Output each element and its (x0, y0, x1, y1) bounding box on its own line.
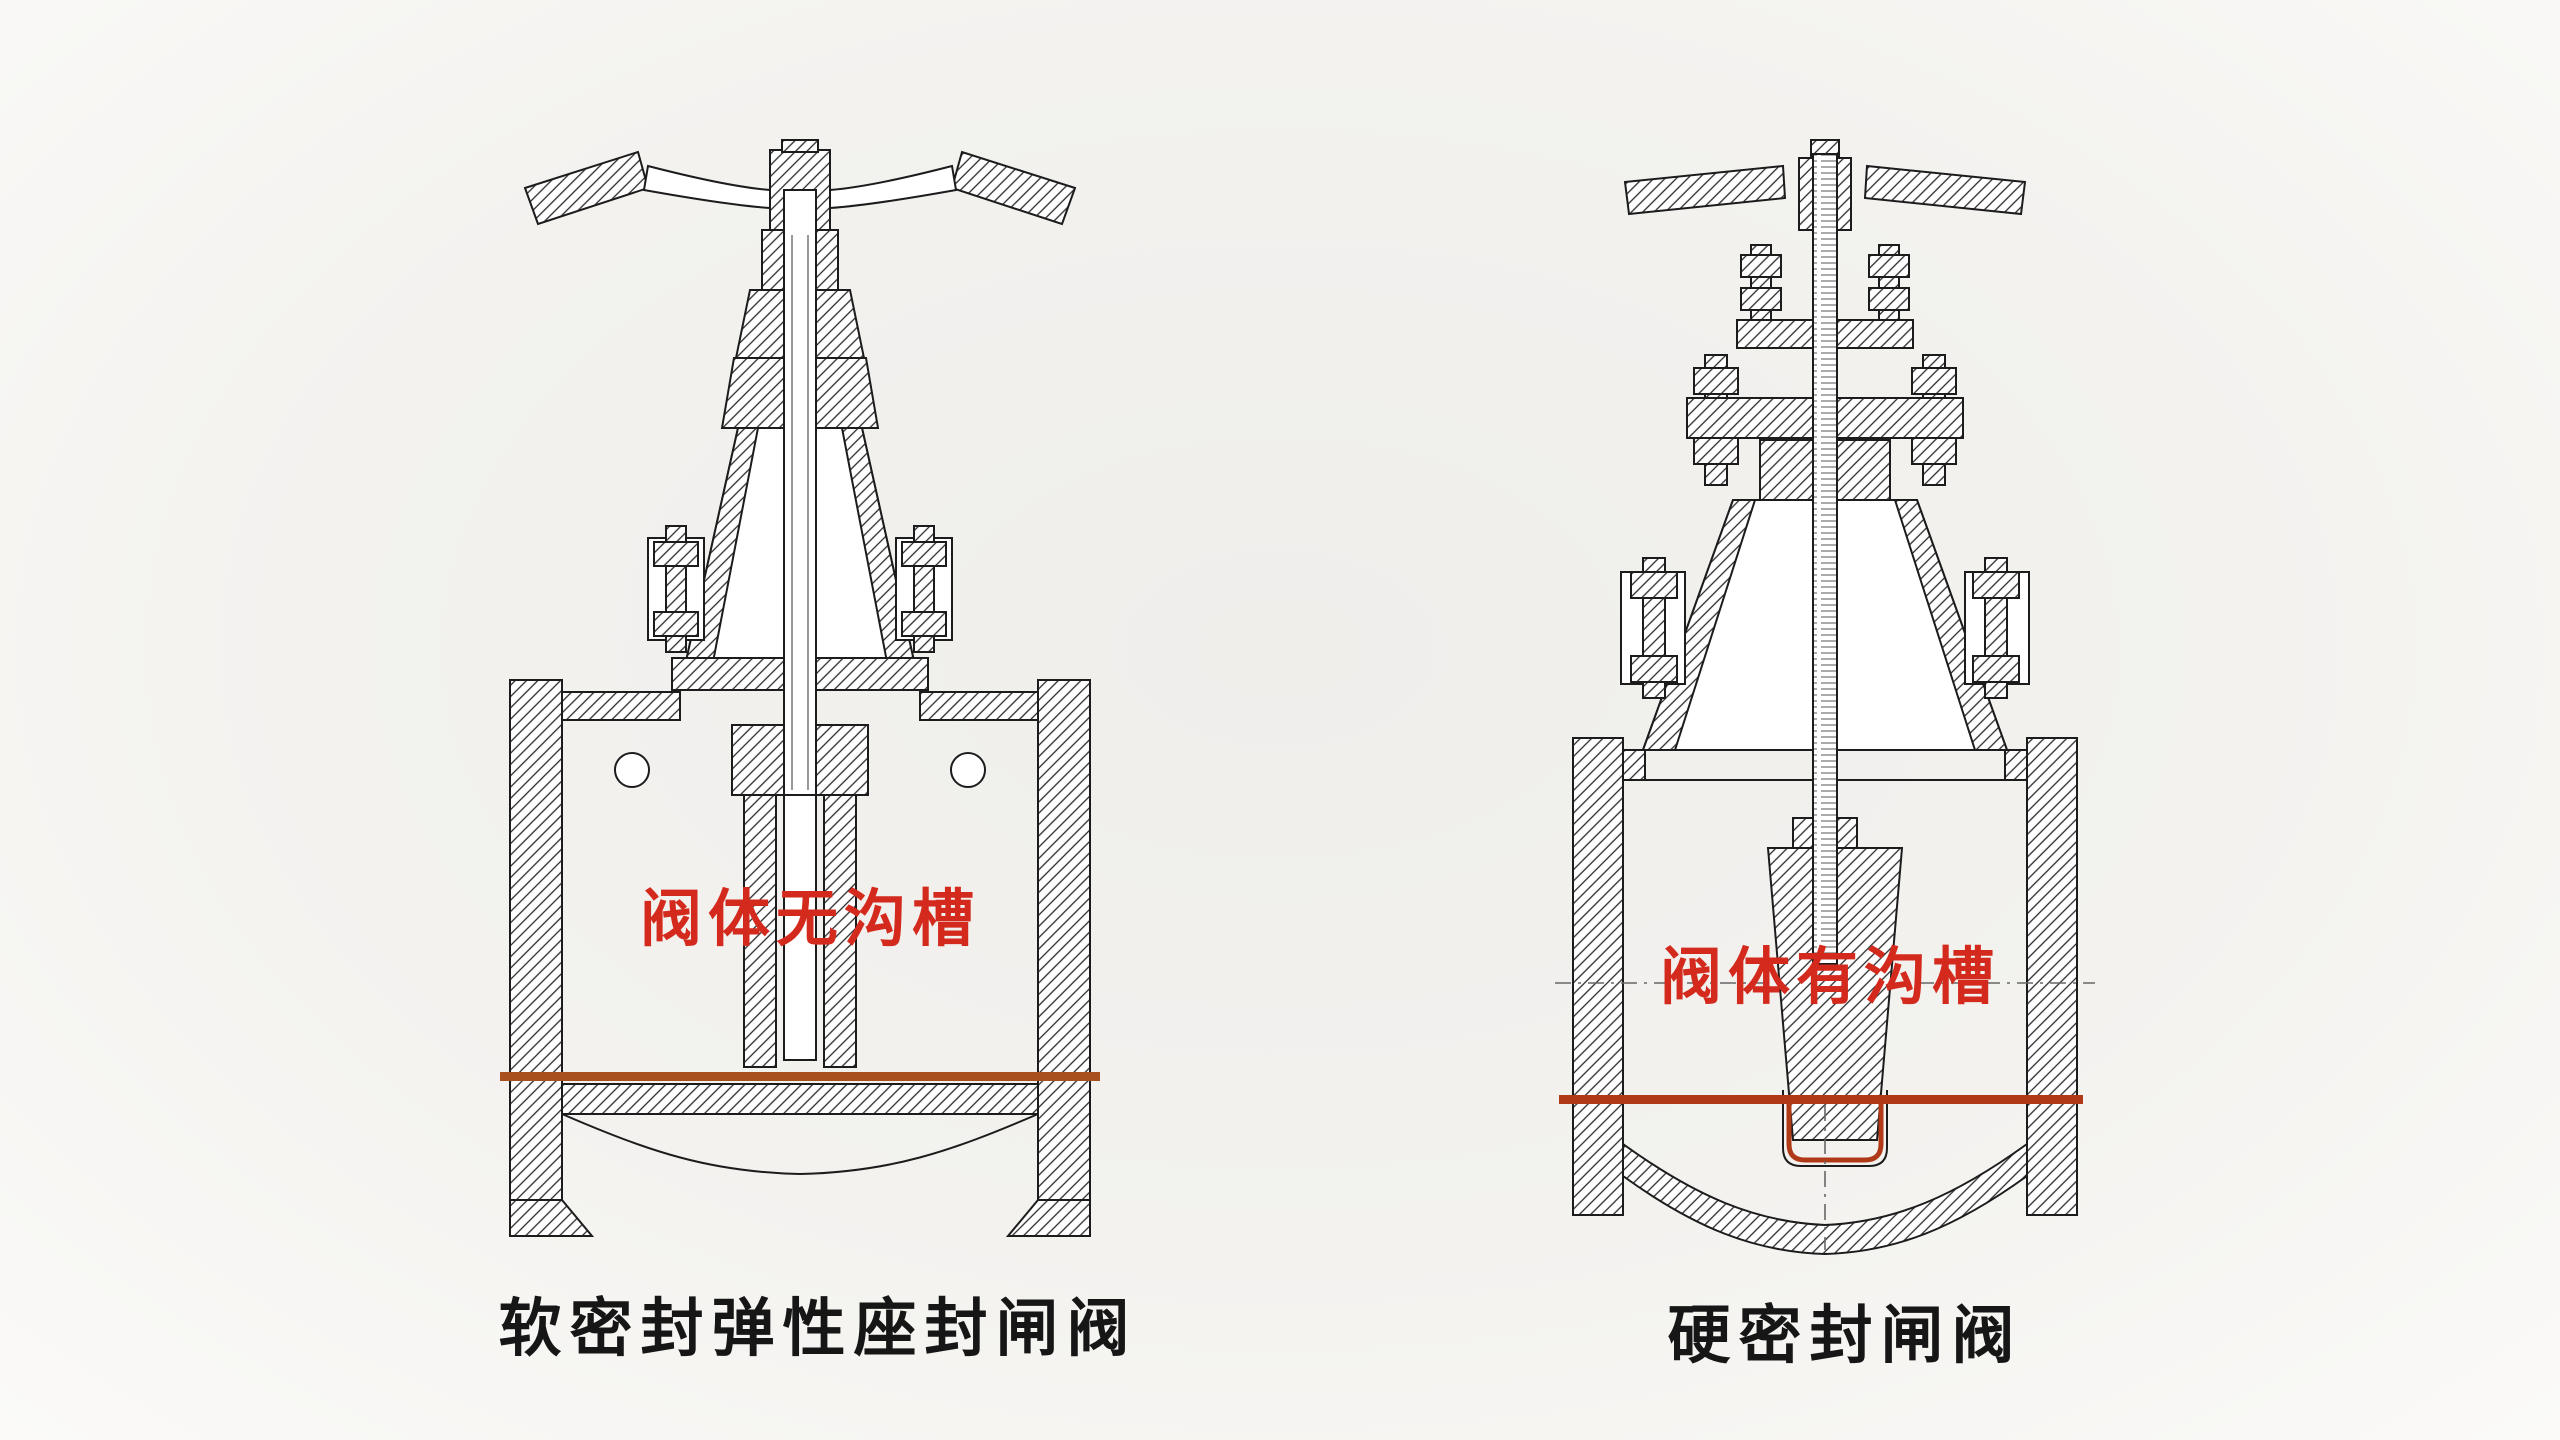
left-valve-annotation: 阀体无沟槽 (640, 885, 981, 954)
left-valve-caption: 软密封弹性座封闸阀 (498, 1294, 1138, 1364)
valve-body (509, 679, 1091, 1201)
seat-groove-highlight (1786, 1098, 1884, 1163)
body-bottom (1622, 1142, 2028, 1256)
seat-line (1559, 1095, 2083, 1104)
right-valve-annotation: 阀体有沟槽 (1660, 943, 2001, 1012)
right-valve-caption: 硬密封闸阀 (1667, 1301, 2023, 1371)
seat-groove (1782, 1090, 1888, 1167)
valve-stem (1812, 153, 1838, 965)
seat-line (500, 1072, 1100, 1081)
body-bottom (509, 1083, 1091, 1237)
handwheel (523, 139, 1077, 231)
bonnet-bolts (1620, 557, 2030, 699)
bonnet-bolts (647, 525, 953, 653)
hard-seal-gate-valve-drawing (1555, 139, 2095, 1256)
gate-wedge (731, 724, 869, 1068)
valve-body (1572, 737, 2078, 1216)
valve-stem (783, 189, 817, 799)
soft-seal-gate-valve-drawing (500, 139, 1100, 1240)
